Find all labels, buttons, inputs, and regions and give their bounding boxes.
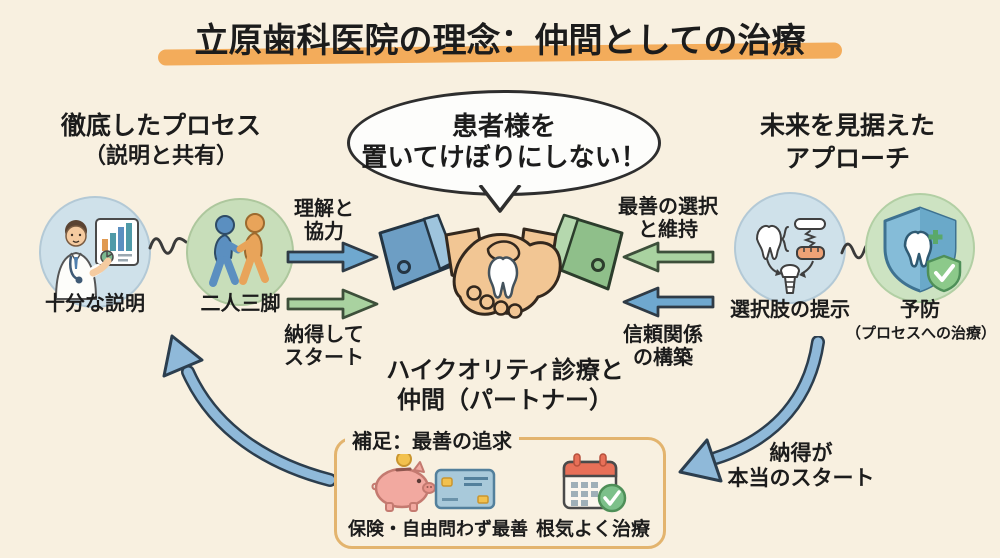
supplement-box-title: 補足：最善の追求 bbox=[345, 425, 519, 454]
piggy-bank-icon bbox=[371, 451, 436, 512]
speech-bubble-tail bbox=[478, 185, 522, 213]
arrow-trust bbox=[622, 286, 715, 318]
supplement-item-label-patience: 根気よく治療 bbox=[535, 518, 650, 540]
arrow-consent bbox=[286, 288, 379, 320]
understand-label-line1: 理解と bbox=[294, 196, 354, 220]
right-item-sublabel-prevention: （プロセスへの治療） bbox=[845, 324, 996, 342]
credit-card-icon bbox=[434, 468, 496, 510]
tooth-options-icon bbox=[734, 192, 846, 304]
consent-label-line2: スタート bbox=[284, 345, 364, 369]
doctor-explaining-icon bbox=[39, 196, 151, 308]
speech-bubble: 患者様を 置いてけぼりにしない！ bbox=[347, 90, 661, 196]
left-section-heading-line2: （説明と共有） bbox=[83, 143, 238, 169]
understand-label-line2: 協力 bbox=[304, 219, 344, 243]
speech-bubble-line1: 患者様を bbox=[451, 111, 556, 142]
handshake-tooth-icon bbox=[378, 213, 624, 319]
real-start-label-line1: 納得が bbox=[769, 441, 833, 465]
cycle-arrow-right bbox=[678, 336, 825, 483]
arrow-best-choice bbox=[622, 241, 715, 273]
real-start-label-line2: 本当のスタート bbox=[727, 466, 875, 491]
best-choice-label-line2: と維持 bbox=[638, 217, 698, 241]
trust-label-line2: の構築 bbox=[633, 345, 693, 369]
left-section-heading-line1: 徹底したプロセス bbox=[60, 111, 261, 140]
trust-label-line1: 信頼関係 bbox=[623, 322, 703, 346]
left-item-label-partners: 二人三脚 bbox=[200, 291, 281, 315]
page-title: 立原歯科医院の理念：仲間としての治療 bbox=[194, 21, 806, 61]
best-choice-label-line1: 最善の選択 bbox=[618, 194, 718, 218]
right-item-label-options: 選択肢の提示 bbox=[730, 297, 850, 321]
partners-walking-icon bbox=[186, 198, 294, 306]
shield-tooth-icon bbox=[865, 193, 975, 303]
center-label-line2: 仲間（パートナー） bbox=[397, 386, 613, 414]
right-section-heading-line1: 未来を見据えた bbox=[759, 111, 935, 140]
center-label-line1: ハイクオリティ診療と bbox=[386, 356, 624, 384]
supplement-item-label-insurance: 保険・自由問わず最善 bbox=[348, 519, 528, 540]
speech-bubble-line2: 置いてけぼりにしない！ bbox=[361, 143, 647, 173]
arrow-understanding bbox=[286, 241, 379, 273]
left-item-label-explanation: 十分な説明 bbox=[45, 291, 145, 315]
right-section-heading-line2: アプローチ bbox=[784, 143, 910, 173]
consent-label-line1: 納得して bbox=[284, 322, 364, 346]
calendar-check-icon bbox=[562, 453, 627, 513]
right-item-label-prevention: 予防 bbox=[900, 297, 940, 321]
cycle-arrow-left bbox=[162, 334, 337, 487]
squiggle-connector-left bbox=[148, 237, 188, 255]
